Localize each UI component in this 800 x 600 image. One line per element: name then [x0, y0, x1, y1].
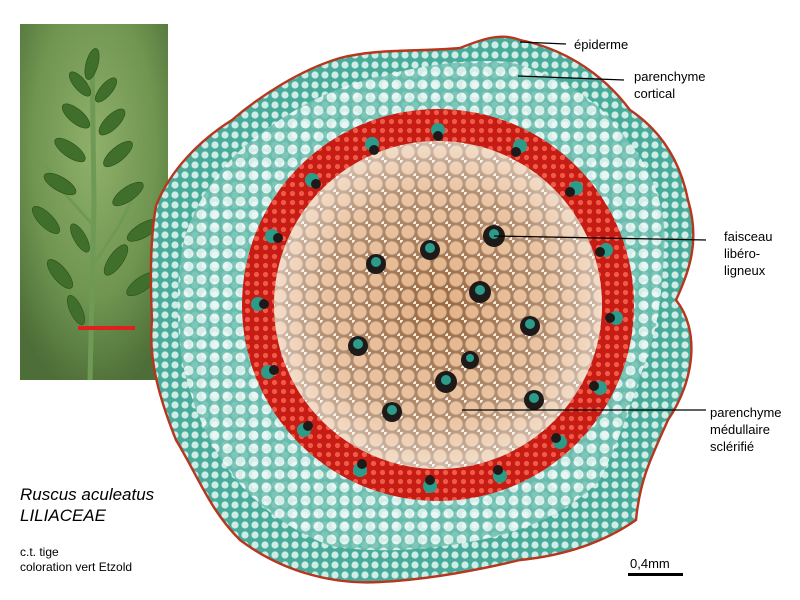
- leader-epiderme: [519, 41, 567, 45]
- bundle: [420, 240, 440, 260]
- caption-line2: coloration vert Etzold: [20, 560, 133, 574]
- leader-lines: [462, 41, 707, 411]
- scale-bar: [628, 573, 683, 576]
- photo-scale-bar: [78, 326, 135, 330]
- label-parenchyme-medullaire: parenchyme médullaire sclérifié: [710, 404, 782, 455]
- species-binomial: Ruscus aculeatus: [20, 485, 155, 504]
- bundle: [431, 123, 445, 141]
- bundle: [297, 421, 313, 437]
- label-parenchyme-cortical-line2: cortical: [634, 86, 676, 101]
- bundle: [595, 243, 613, 257]
- bundle: [493, 465, 507, 483]
- bundle: [511, 139, 527, 157]
- bundle: [605, 311, 623, 325]
- bundle: [565, 181, 583, 197]
- figure-caption: c.t. tige coloration vert Etzold: [20, 545, 132, 575]
- bundle: [251, 297, 269, 311]
- label-faisceau-line3: ligneux: [724, 263, 766, 278]
- vascular-bundles: [251, 123, 623, 493]
- bundle: [261, 365, 279, 379]
- scale-label: 0,4mm: [630, 556, 670, 571]
- bundle: [469, 281, 491, 303]
- species-family: LILIACEAE: [20, 506, 106, 525]
- bundle: [435, 371, 457, 393]
- bundle: [520, 316, 540, 336]
- bundle: [265, 229, 283, 243]
- leader-cortical: [517, 75, 625, 81]
- label-parenchyme-cortical-line1: parenchyme: [634, 69, 706, 84]
- label-parenchyme-cortical: parenchyme cortical: [634, 68, 706, 102]
- label-parenchyme-medullaire-line3: sclérifié: [710, 439, 755, 454]
- label-faisceau-line2: libéro-: [724, 246, 761, 261]
- bundle: [382, 402, 402, 422]
- bundle: [365, 137, 379, 155]
- bundle: [423, 475, 437, 493]
- species-name: Ruscus aculeatus LILIACEAE: [20, 484, 154, 526]
- leader-faisceau: [493, 235, 707, 241]
- bundle: [305, 173, 321, 189]
- label-parenchyme-medullaire-line1: parenchyme: [710, 405, 782, 420]
- bundle: [589, 381, 607, 395]
- label-parenchyme-medullaire-line2: médullaire: [710, 422, 770, 437]
- plant-photo: [20, 24, 168, 380]
- bundle: [524, 390, 544, 410]
- bundle: [366, 254, 386, 274]
- bundle: [551, 433, 567, 449]
- caption-line1: c.t. tige: [20, 545, 59, 559]
- label-epiderme: épiderme: [574, 37, 629, 52]
- bundle: [461, 351, 479, 369]
- label-faisceau-line1: faisceau: [724, 229, 773, 244]
- bundle: [353, 459, 367, 477]
- label-faisceau: faisceau libéro- ligneux: [724, 228, 772, 279]
- bundle: [348, 336, 368, 356]
